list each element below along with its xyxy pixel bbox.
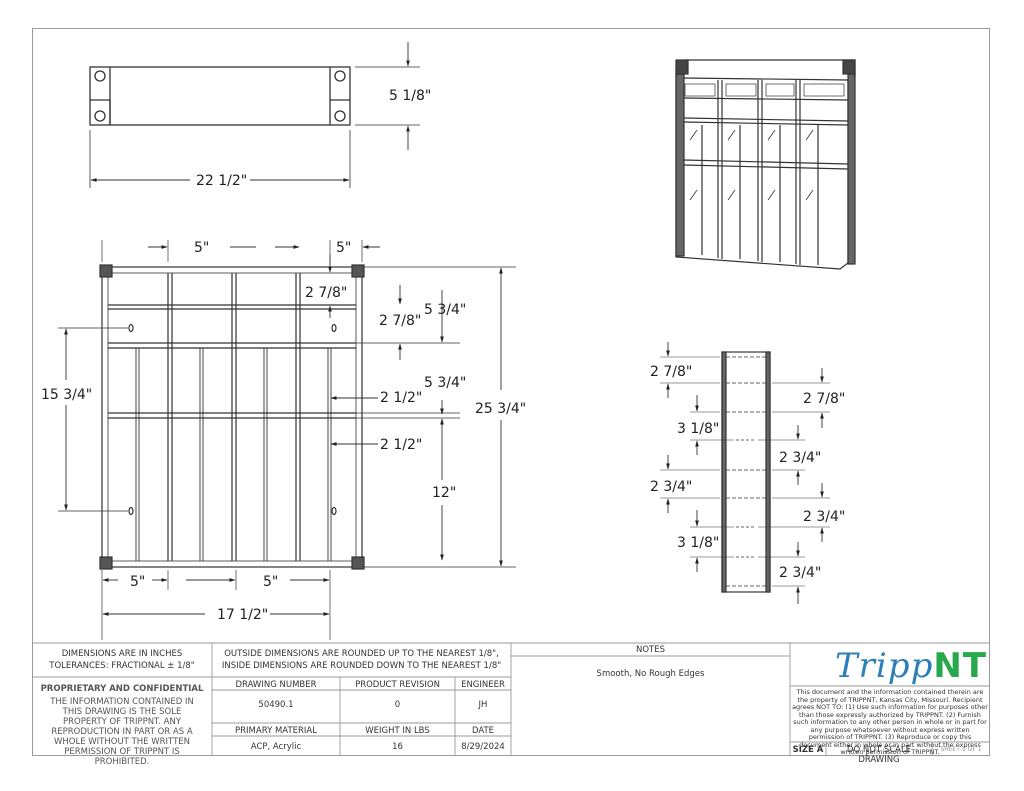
dim-top-5-right: 5" (336, 240, 351, 256)
date: 8/29/2024 (461, 742, 505, 752)
dim-side-l2: 3 1/8" (677, 421, 719, 437)
dim-15-3-4: 15 3/4" (41, 387, 92, 403)
material: ACP, Acrylic (250, 742, 302, 752)
size-label: SIZE A (792, 745, 824, 755)
dim-2-7-8-b: 2 7/8" (379, 313, 421, 329)
material-label: PRIMARY MATERIAL (235, 726, 317, 736)
dim-side-r4: 2 3/4" (779, 565, 821, 581)
engineer-label: ENGINEER (461, 680, 505, 690)
side-section-view (660, 342, 830, 604)
date-label: DATE (471, 726, 495, 736)
product-revision-label: PRODUCT REVISION (355, 680, 440, 690)
engineer: JH (478, 700, 488, 710)
plan-view (58, 240, 516, 640)
drawing-number: 50490.1 (258, 700, 294, 710)
dim-25-3-4: 25 3/4" (475, 401, 526, 417)
units-note: DIMENSIONS ARE IN INCHES (61, 649, 183, 659)
title-block-grid (32, 642, 990, 756)
proprietary-header: PROPRIETARY AND CONFIDENTIAL (40, 684, 204, 694)
proprietary-text: THE INFORMATION CONTAINED IN THIS DRAWIN… (50, 697, 194, 767)
trippnt-logo: TrippNT (835, 646, 987, 686)
drawing-number-label: DRAWING NUMBER (235, 680, 317, 690)
dim-height-top: 5 1/8" (389, 88, 431, 104)
dim-17-1-2: 17 1/2" (217, 607, 268, 623)
dim-2-7-8-a: 2 7/8" (305, 285, 347, 301)
dim-bottom-5-a: 5" (130, 574, 145, 590)
dim-side-l3: 2 3/4" (650, 479, 692, 495)
dim-side-l4: 3 1/8" (677, 535, 719, 551)
weight: 16 (392, 742, 403, 752)
dim-5-3-4-a: 5 3/4" (424, 302, 466, 318)
rounding-note-2: INSIDE DIMENSIONS ARE ROUNDED DOWN TO TH… (221, 661, 502, 671)
dim-2-1-2-a: 2 1/2" (380, 390, 422, 406)
weight-label: WEIGHT IN LBS (365, 726, 430, 736)
dim-side-l1: 2 7/8" (650, 364, 692, 380)
logo-text: Tripp (835, 646, 934, 686)
dim-side-r2: 2 3/4" (779, 450, 821, 466)
dim-bottom-5-b: 5" (263, 574, 278, 590)
top-view (89, 42, 420, 188)
notes-header: NOTES (635, 645, 665, 655)
legal-text: This document and the information contai… (792, 688, 988, 756)
notes-text: Smooth, No Rough Edges (596, 669, 705, 679)
dim-side-r1: 2 7/8" (803, 391, 845, 407)
dim-12: 12" (432, 485, 456, 501)
dim-width-top: 22 1/2" (196, 173, 247, 189)
dim-2-1-2-b: 2 1/2" (380, 437, 422, 453)
product-revision: 0 (394, 700, 401, 710)
tolerance-note: TOLERANCES: FRACTIONAL ± 1/8" (49, 661, 195, 671)
dim-side-r3: 2 3/4" (803, 509, 845, 525)
dim-5-3-4-b: 5 3/4" (424, 375, 466, 391)
isometric-view (675, 59, 856, 270)
rounding-note-1: OUTSIDE DIMENSIONS ARE ROUNDED UP TO THE… (224, 649, 499, 659)
sheet-number: SHEET 1 OF 1 (940, 746, 982, 753)
scale-note: DO NOT SCALE DRAWING (846, 745, 912, 765)
dim-top-5-left: 5" (194, 240, 209, 256)
logo-suffix: NT (933, 646, 987, 686)
